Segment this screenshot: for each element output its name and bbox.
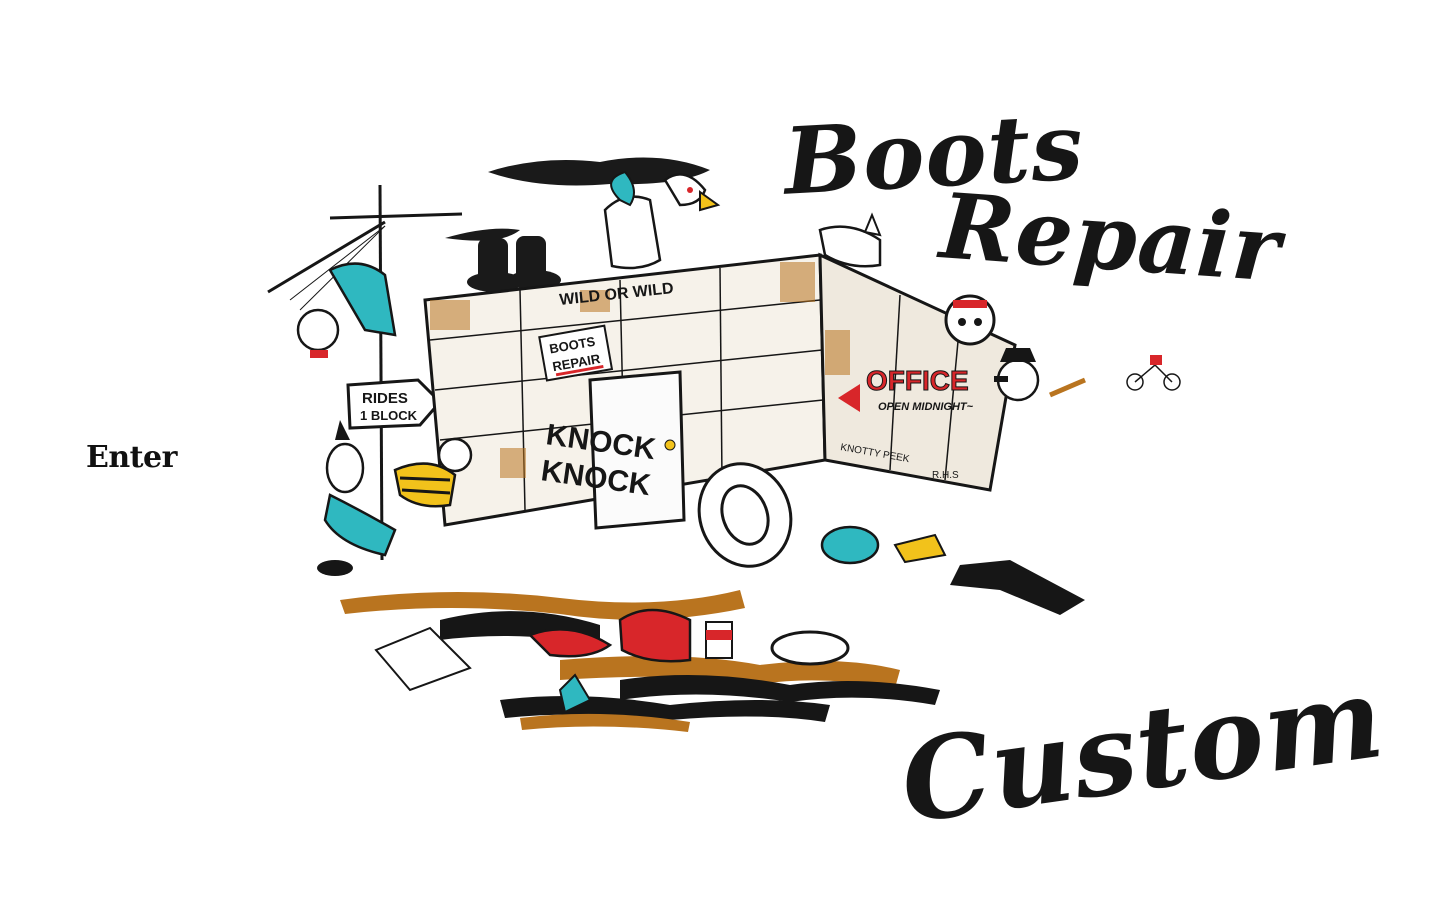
utility-pole	[267, 184, 463, 561]
debris	[374, 525, 1085, 714]
shop-sign: BOOTS REPAIR	[538, 324, 614, 382]
skull-emblem-icon	[944, 294, 996, 346]
boots-pair-icon	[467, 236, 561, 292]
rides-sign-line1: RIDES	[362, 390, 408, 407]
office-sign: OFFICE OPEN MIDNIGHT~	[838, 365, 974, 413]
svg-text:OFFICE: OFFICE	[866, 365, 969, 396]
smoke-clouds	[445, 157, 710, 241]
rides-sign-line2: 1 BLOCK	[360, 408, 418, 423]
shop-door	[588, 370, 686, 530]
vulture-icon	[603, 170, 721, 270]
rides-sign: RIDES 1 BLOCK	[346, 378, 443, 430]
cop-character	[994, 348, 1086, 402]
motorcycle-doodle-icon	[1126, 355, 1181, 391]
tire-icon	[697, 462, 793, 568]
initials-text: R.H.S	[932, 470, 959, 481]
burglar-character	[393, 437, 473, 508]
punk-character	[317, 420, 397, 576]
cat-icon	[818, 212, 882, 268]
svg-text:OPEN MIDNIGHT~: OPEN MIDNIGHT~	[878, 401, 974, 413]
hanging-character	[296, 262, 397, 358]
enter-link[interactable]: Enter	[86, 440, 177, 475]
